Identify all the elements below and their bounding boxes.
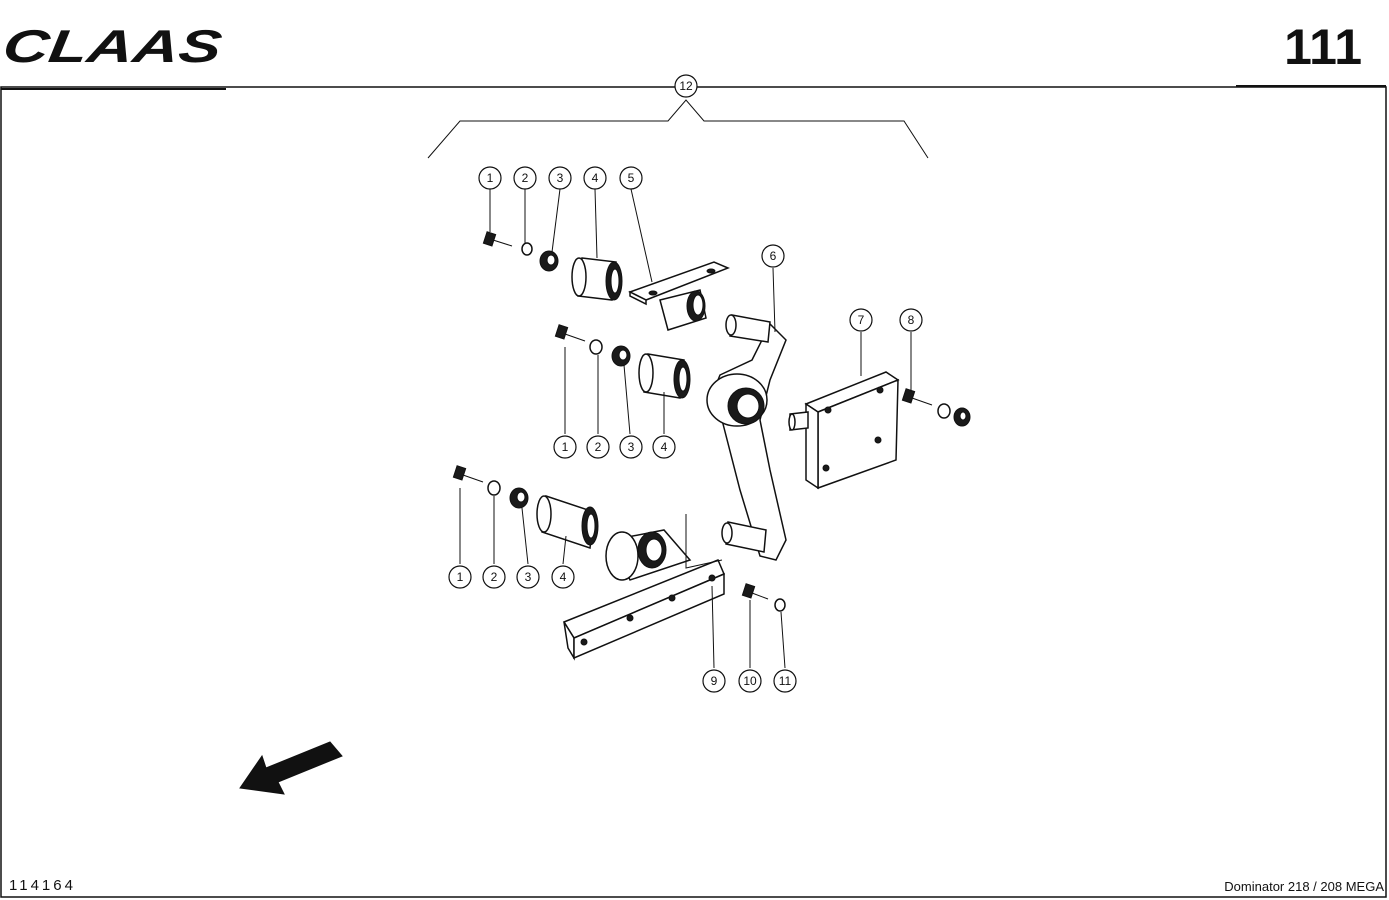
assembly-bracket	[427, 99, 929, 159]
callout-3a: 3	[548, 166, 572, 190]
svg-text:4: 4	[592, 171, 599, 185]
bushing-4a	[571, 257, 623, 301]
svg-text:6: 6	[770, 249, 777, 263]
bolt-1b	[554, 324, 586, 342]
plate-7	[788, 371, 900, 490]
bolt-1a	[482, 231, 513, 247]
washer-8	[937, 403, 951, 419]
washer-11	[774, 598, 786, 612]
bushing-4c	[536, 494, 599, 550]
callout-5: 5	[619, 166, 643, 190]
callout-1a: 1	[478, 166, 502, 190]
bracket-9	[562, 514, 725, 661]
svg-text:8: 8	[908, 313, 915, 327]
callout-2a: 2	[513, 166, 537, 190]
callout-1b: 1	[553, 435, 577, 459]
bushing-4b	[638, 353, 691, 399]
callout-2c: 2	[482, 565, 506, 589]
row3-parts	[452, 465, 599, 550]
lever-arm-6	[706, 314, 787, 561]
claas-logo: CLAAS	[0, 20, 225, 72]
svg-text:2: 2	[491, 570, 498, 584]
row1-parts	[482, 231, 730, 331]
svg-text:2: 2	[522, 171, 529, 185]
svg-text:9: 9	[711, 674, 718, 688]
callout-9: 9	[702, 669, 726, 693]
svg-text:7: 7	[858, 313, 865, 327]
svg-text:3: 3	[557, 171, 564, 185]
svg-text:3: 3	[628, 440, 635, 454]
bolt-10	[741, 583, 769, 600]
claas-logo-text: CLAAS	[0, 20, 225, 72]
washer-2a	[521, 242, 533, 256]
nut-8	[953, 407, 971, 427]
svg-text:3: 3	[525, 570, 532, 584]
nut-3a	[539, 250, 559, 272]
row2-parts	[554, 324, 691, 399]
leader-lines	[459, 188, 912, 669]
nut-3c	[509, 487, 529, 509]
callout-1c: 1	[448, 565, 472, 589]
bolt-8	[901, 388, 933, 406]
svg-text:1: 1	[487, 171, 494, 185]
svg-text:5: 5	[628, 171, 635, 185]
callout-3c: 3	[516, 565, 540, 589]
callout-12: 12	[674, 74, 698, 98]
callout-6: 6	[761, 244, 785, 268]
svg-text:4: 4	[661, 440, 668, 454]
callout-3b: 3	[619, 435, 643, 459]
page-frame	[0, 86, 1387, 898]
svg-text:1: 1	[457, 570, 464, 584]
callout-7: 7	[849, 308, 873, 332]
callout-11: 11	[773, 669, 797, 693]
callout-4a: 4	[583, 166, 607, 190]
direction-arrow-icon	[239, 741, 343, 795]
svg-text:12: 12	[679, 79, 693, 93]
callout-8: 8	[899, 308, 923, 332]
svg-text:4: 4	[560, 570, 567, 584]
washer-2b	[589, 339, 603, 355]
nut-3b	[611, 345, 631, 367]
bolt-1c	[452, 465, 484, 483]
callout-4b: 4	[652, 435, 676, 459]
callout-2b: 2	[586, 435, 610, 459]
svg-text:10: 10	[743, 674, 757, 688]
svg-text:2: 2	[595, 440, 602, 454]
svg-text:11: 11	[779, 674, 792, 688]
model-label: Dominator 218 / 208 MEGA	[1224, 879, 1384, 894]
callout-10: 10	[738, 669, 762, 693]
drawing-number: 114164	[9, 877, 76, 894]
callout-4c: 4	[551, 565, 575, 589]
bracket-5	[628, 261, 730, 331]
page-number: 111	[1284, 19, 1362, 75]
washer-2c	[487, 480, 501, 496]
svg-text:1: 1	[562, 440, 569, 454]
